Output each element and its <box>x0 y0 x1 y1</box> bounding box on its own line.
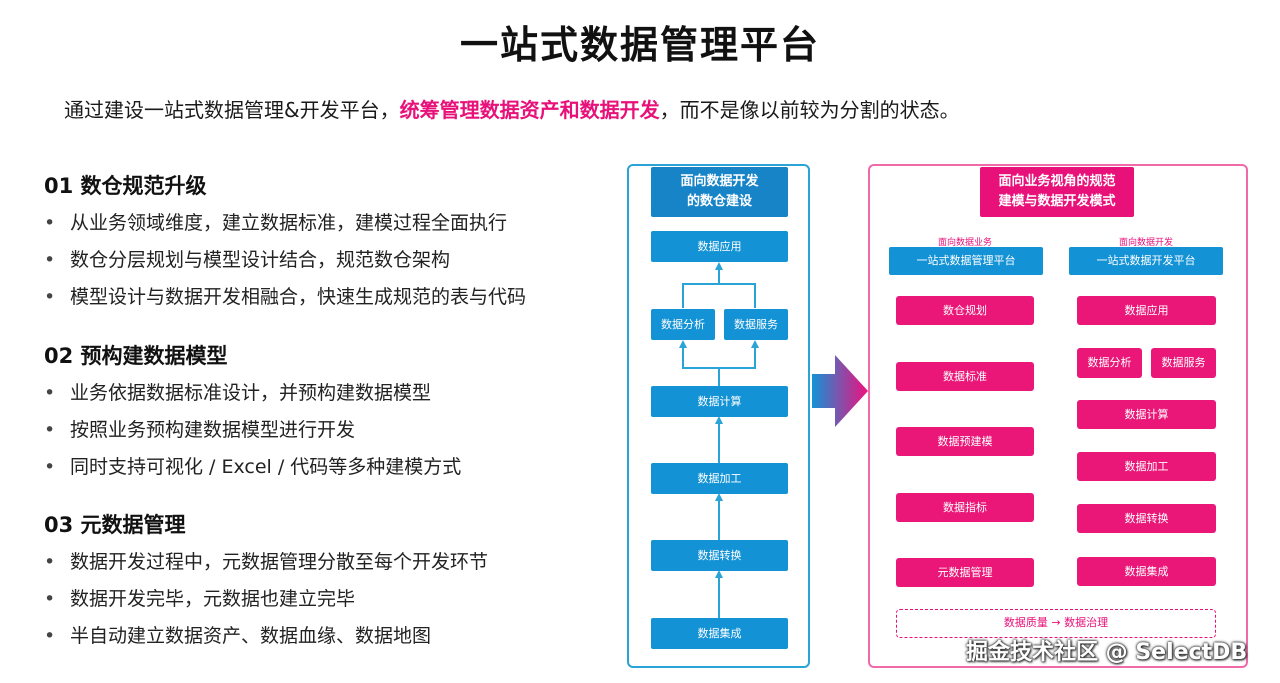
section-heading-3: 03 元数据管理 <box>44 513 186 537</box>
blue-box-integrate: 数据集成 <box>651 618 788 649</box>
section-heading-1: 01 数仓规范升级 <box>44 174 207 198</box>
pink-box-integrate: 数据集成 <box>1077 557 1216 586</box>
blue-box-analysis: 数据分析 <box>651 309 715 340</box>
list-item: •半自动建立数据资产、数据血缘、数据地图 <box>44 618 488 655</box>
bullet-icon: • <box>44 588 56 610</box>
pink-box-compute: 数据计算 <box>1077 400 1216 429</box>
quality-governance-box: 数据质量 → 数据治理 <box>896 609 1216 638</box>
section-list-2: •业务依据数据标准设计，并预构建数据模型 •按照业务预构建数据模型进行开发 •同… <box>44 375 461 486</box>
business-view-panel-header: 面向业务视角的规范 建模与数据开发模式 <box>980 167 1134 217</box>
section-heading-2: 02 预构建数据模型 <box>44 344 228 368</box>
list-item: •从业务领域维度，建立数据标准，建模过程全面执行 <box>44 205 526 242</box>
pink-box-convert: 数据转换 <box>1077 504 1216 533</box>
section-list-3: •数据开发过程中，元数据管理分散至每个开发环节 •数据开发完毕，元数据也建立完毕… <box>44 544 488 655</box>
blue-box-process: 数据加工 <box>651 463 788 494</box>
pink-box-data-metric: 数据指标 <box>896 493 1034 522</box>
blue-box-compute: 数据计算 <box>651 386 788 417</box>
page-title: 一站式数据管理平台 <box>459 23 820 67</box>
pink-box-metadata-mgmt: 元数据管理 <box>896 558 1034 587</box>
tag-business: 面向数据业务 <box>938 238 993 248</box>
list-item: •数据开发完毕，元数据也建立完毕 <box>44 581 488 618</box>
section-list-1: •从业务领域维度，建立数据标准，建模过程全面执行 •数仓分层规划与模型设计结合，… <box>44 205 526 316</box>
list-item: •数仓分层规划与模型设计结合，规范数仓架构 <box>44 242 526 279</box>
bullet-icon: • <box>44 419 56 441</box>
bullet-icon: • <box>44 551 56 573</box>
bullet-icon: • <box>44 625 56 647</box>
tag-development: 面向数据开发 <box>1119 238 1174 248</box>
subtitle-highlight: 统筹管理数据资产和数据开发 <box>399 98 660 122</box>
bullet-icon: • <box>44 456 56 478</box>
blue-box-app: 数据应用 <box>651 231 788 262</box>
bullet-icon: • <box>44 212 56 234</box>
list-item: •数据开发过程中，元数据管理分散至每个开发环节 <box>44 544 488 581</box>
list-item: •模型设计与数据开发相融合，快速生成规范的表与代码 <box>44 279 526 316</box>
pink-box-warehouse-planning: 数仓规划 <box>896 296 1034 325</box>
pink-box-service: 数据服务 <box>1151 348 1216 378</box>
list-item: •业务依据数据标准设计，并预构建数据模型 <box>44 375 461 412</box>
bullet-icon: • <box>44 382 56 404</box>
pink-box-process: 数据加工 <box>1077 452 1216 481</box>
pink-box-analysis: 数据分析 <box>1077 348 1142 378</box>
watermark: 掘金技术社区 @ SelectDB <box>966 640 1248 665</box>
page-subtitle: 通过建设一站式数据管理&开发平台，统筹管理数据资产和数据开发，而不是像以前较为分… <box>64 94 960 123</box>
blue-box-convert: 数据转换 <box>651 540 788 571</box>
blue-box-service: 数据服务 <box>724 309 788 340</box>
bullet-icon: • <box>44 286 56 308</box>
list-item: •按照业务预构建数据模型进行开发 <box>44 412 461 449</box>
subtitle-pre: 通过建设一站式数据管理&开发平台， <box>64 98 400 122</box>
platform-management: 一站式数据管理平台 <box>889 247 1043 275</box>
platform-development: 一站式数据开发平台 <box>1069 247 1223 275</box>
pink-box-data-standard: 数据标准 <box>896 362 1034 391</box>
subtitle-post: ，而不是像以前较为分割的状态。 <box>659 98 960 122</box>
bullet-icon: • <box>44 249 56 271</box>
list-item: •同时支持可视化 / Excel / 代码等多种建模方式 <box>44 449 461 486</box>
data-dev-panel-header: 面向数据开发 的数仓建设 <box>651 167 788 217</box>
pink-box-app: 数据应用 <box>1077 296 1216 325</box>
pink-box-pre-modeling: 数据预建模 <box>896 427 1034 456</box>
